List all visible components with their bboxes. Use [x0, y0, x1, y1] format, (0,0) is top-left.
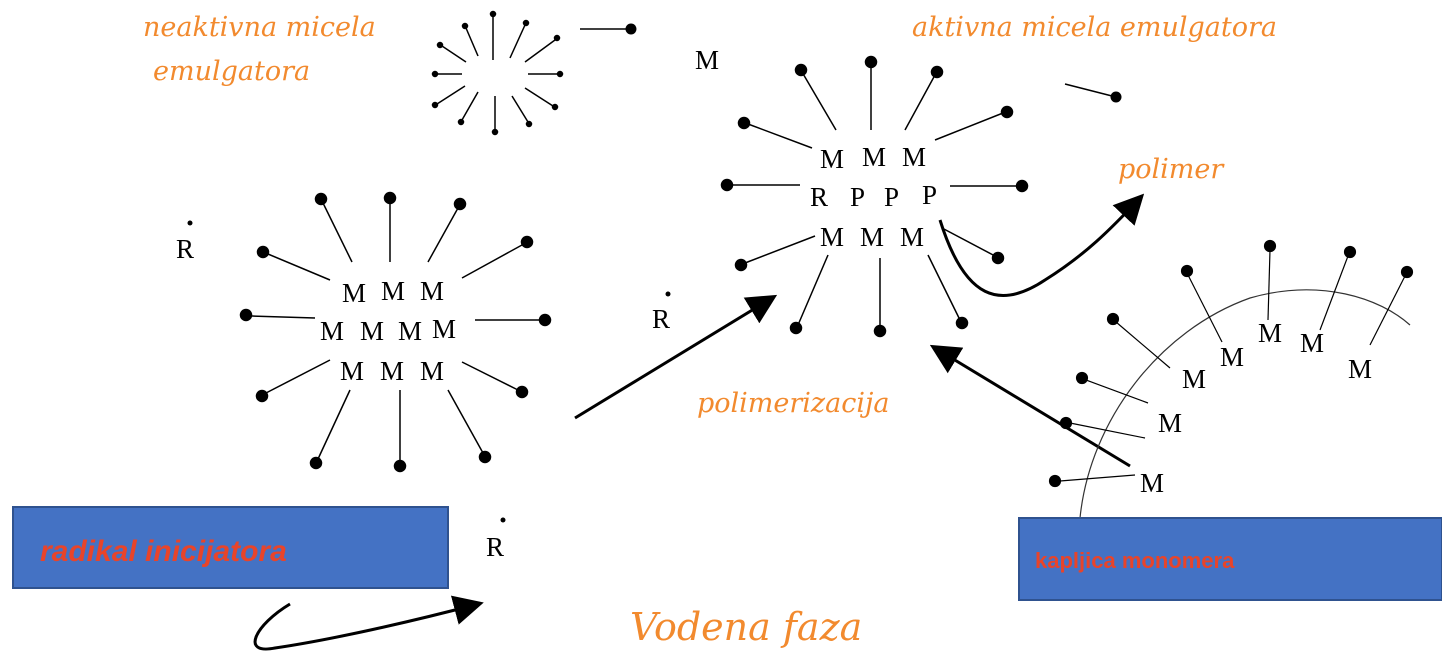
svg-text:R: R — [652, 304, 670, 334]
droplet-m-1: M — [1140, 468, 1164, 498]
monomer-droplet-surface — [1079, 289, 1411, 519]
initiator-radical-label: radikal inicijatora — [40, 535, 287, 568]
radical-left: R — [176, 220, 194, 264]
polymerization-arrow — [574, 294, 778, 420]
initiator-radical-box: radikal inicijatora — [12, 506, 449, 589]
swollen-m-4: M — [320, 316, 344, 346]
droplet-m-2: M — [1158, 408, 1182, 438]
swollen-m-3: M — [420, 276, 444, 306]
swollen-micelle-core: M M M M M M M M M M — [320, 276, 456, 386]
swollen-m-2: M — [381, 276, 405, 306]
swollen-m-7: M — [432, 314, 456, 344]
active-m-4: M — [820, 222, 844, 252]
free-emulsifier-right — [1064, 83, 1122, 103]
inactive-micelle — [431, 10, 564, 136]
droplet-m-3: M — [1182, 364, 1206, 394]
active-p-1: P — [850, 182, 865, 212]
inactive-micelle-label-line2: emulgatora — [153, 56, 310, 87]
initiator-decomposition-arrow — [253, 595, 484, 651]
droplet-monomers: M M M M M M M — [1140, 318, 1372, 498]
active-m-5: M — [860, 222, 884, 252]
free-emulsifier-top — [580, 23, 637, 35]
active-micelle — [720, 55, 1029, 338]
polymerization-label: polimerizacija — [697, 388, 889, 419]
swollen-m-6: M — [398, 316, 422, 346]
active-m-1: M — [820, 144, 844, 174]
monomer-swollen-micelle — [239, 191, 552, 473]
monomer-diffusion-arrow — [929, 344, 1131, 468]
monomer-droplet-label: kapljica monomera — [1035, 548, 1235, 573]
monomer-free: M — [695, 45, 719, 75]
droplet-emulsifiers — [1048, 239, 1414, 488]
active-micelle-label: aktivna micela emulgatora — [912, 12, 1277, 43]
active-micelle-core: M M M R P P P M M M — [810, 142, 937, 252]
swollen-m-1: M — [342, 278, 366, 308]
aqueous-phase-label: Vodena faza — [630, 605, 862, 649]
droplet-m-7: M — [1348, 354, 1372, 384]
droplet-m-4: M — [1220, 342, 1244, 372]
swollen-m-9: M — [380, 356, 404, 386]
active-m-6: M — [900, 222, 924, 252]
active-p-2: P — [884, 182, 899, 212]
active-p-3: P — [922, 180, 937, 210]
radical-bottom: R — [486, 517, 506, 562]
svg-text:R: R — [486, 532, 504, 562]
polymer-label: polimer — [1118, 154, 1225, 185]
svg-text:R: R — [176, 234, 194, 264]
inactive-micelle-label-line1: neaktivna micela — [143, 12, 376, 43]
active-m-3: M — [902, 142, 926, 172]
polymer-growth-arrow — [938, 193, 1145, 297]
droplet-m-6: M — [1300, 328, 1324, 358]
active-m-2: M — [862, 142, 886, 172]
swollen-m-8: M — [340, 356, 364, 386]
droplet-m-5: M — [1258, 318, 1282, 348]
swollen-m-10: M — [420, 356, 444, 386]
active-radical: R — [810, 182, 828, 212]
radical-middle: R — [652, 291, 671, 334]
swollen-m-5: M — [360, 316, 384, 346]
monomer-droplet-box: kapljica monomera — [1018, 517, 1442, 601]
